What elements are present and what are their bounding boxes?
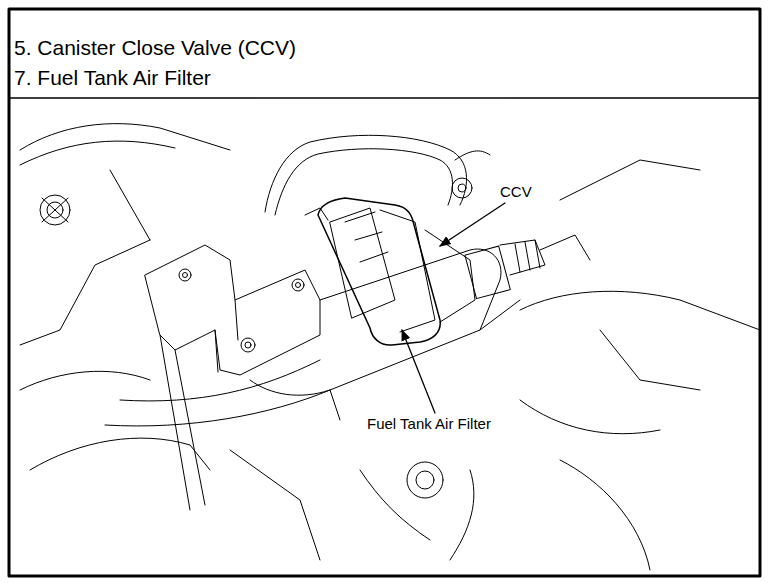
- part-drawing: [20, 124, 760, 570]
- part-label: CCV: [498, 183, 534, 202]
- frame: [9, 9, 760, 576]
- header-rule: [9, 97, 760, 99]
- part-label: Fuel Tank Air Filter: [365, 415, 493, 434]
- header-text: 5. Canister Close Valve (CCV): [14, 36, 296, 59]
- header-text: 7. Fuel Tank Air Filter: [14, 66, 211, 89]
- leader-line: [402, 330, 435, 413]
- leader-line: [440, 203, 505, 246]
